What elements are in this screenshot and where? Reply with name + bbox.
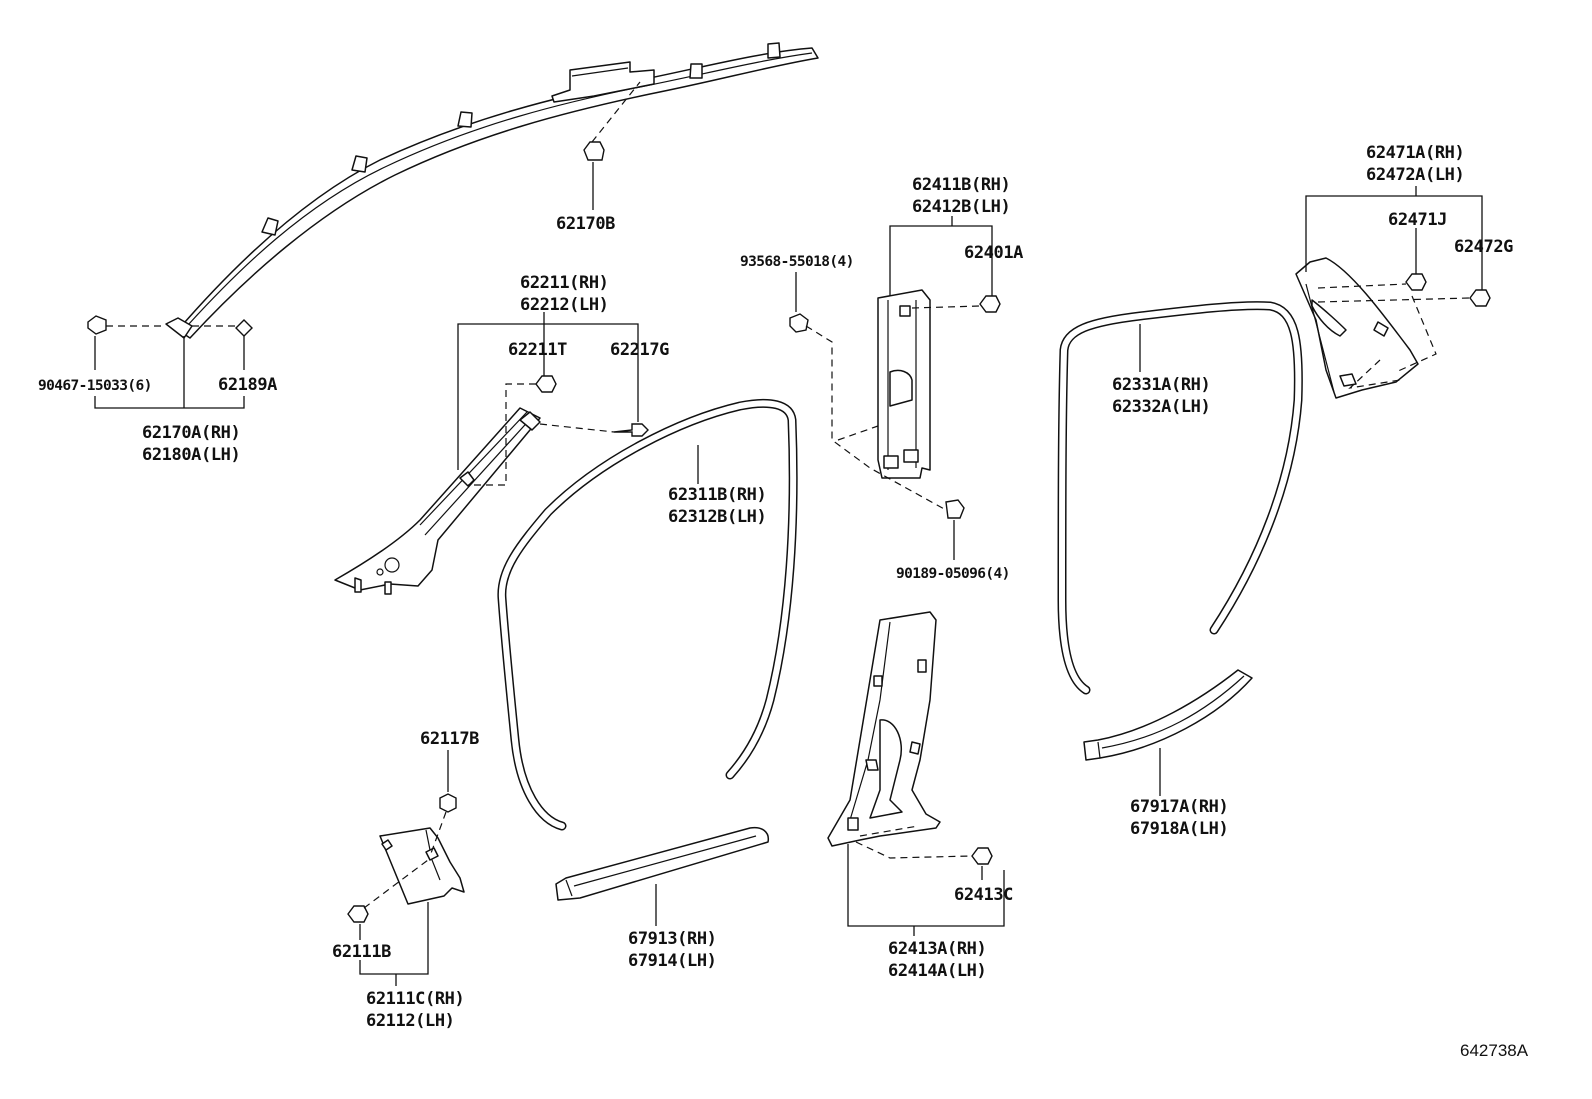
clip-62211t[interactable] xyxy=(535,375,557,393)
label-62412b: 62412B(LH) xyxy=(912,197,1010,217)
label-62472g: 62472G xyxy=(1454,237,1513,257)
label-62413a: 62413A(RH) xyxy=(888,939,986,959)
label-62189a: 62189A xyxy=(218,375,277,395)
label-62471a: 62471A(RH) xyxy=(1366,143,1464,163)
front-pillar-garnish[interactable] xyxy=(334,407,541,595)
clip-62170b[interactable] xyxy=(583,81,641,161)
roof-side-rail-garnish[interactable] xyxy=(165,42,819,339)
label-62411b: 62411B(RH) xyxy=(912,175,1010,195)
label-62471j: 62471J xyxy=(1388,210,1447,230)
clip-62401a[interactable] xyxy=(979,295,1001,313)
clip-62472g[interactable] xyxy=(1469,289,1491,307)
label-62401a: 62401A xyxy=(964,243,1023,263)
clip-62217g[interactable] xyxy=(613,423,649,437)
label-62217g: 62217G xyxy=(610,340,669,360)
label-62311b: 62311B(RH) xyxy=(668,485,766,505)
label-62111b: 62111B xyxy=(332,942,391,962)
clip-62471j[interactable] xyxy=(1405,273,1427,291)
label-62212: 62212(LH) xyxy=(520,295,609,315)
cowl-side-trim[interactable] xyxy=(379,827,465,905)
rear-pillar-garnish[interactable] xyxy=(1295,257,1419,399)
rear-door-scuff-plate[interactable] xyxy=(1083,669,1253,761)
label-67918a: 67918A(LH) xyxy=(1130,819,1228,839)
center-pillar-upper-garnish[interactable] xyxy=(877,289,931,479)
label-62117b: 62117B xyxy=(420,729,479,749)
label-62170b: 62170B xyxy=(556,214,615,234)
label-62331a: 62331A(RH) xyxy=(1112,375,1210,395)
label-62413c: 62413C xyxy=(954,885,1013,905)
label-90467-15033: 90467-15033(6) xyxy=(38,378,152,394)
diagram-reference-number: 642738A xyxy=(1460,1041,1529,1060)
label-62472a: 62472A(LH) xyxy=(1366,165,1464,185)
label-62312b: 62312B(LH) xyxy=(668,507,766,527)
label-93568-55018: 93568-55018(4) xyxy=(740,254,854,270)
label-62332a: 62332A(LH) xyxy=(1112,397,1210,417)
screw-93568-55018[interactable] xyxy=(789,313,809,333)
center-pillar-lower-garnish[interactable] xyxy=(827,611,941,847)
label-90189-05096: 90189-05096(4) xyxy=(896,566,1010,582)
label-62211: 62211(RH) xyxy=(520,273,609,293)
front-door-scuff-plate[interactable] xyxy=(555,826,770,901)
label-62211t: 62211T xyxy=(508,340,567,360)
clip-62111b[interactable] xyxy=(347,905,369,923)
label-62180a: 62180A(LH) xyxy=(142,445,240,465)
label-67917a: 67917A(RH) xyxy=(1130,797,1228,817)
label-67914: 67914(LH) xyxy=(628,951,717,971)
front-door-opening-weatherstrip[interactable] xyxy=(497,398,798,831)
label-62170a: 62170A(RH) xyxy=(142,423,240,443)
rear-door-opening-weatherstrip[interactable] xyxy=(1057,301,1303,695)
clip-62117b[interactable] xyxy=(439,793,457,813)
label-62414a: 62414A(LH) xyxy=(888,961,986,981)
label-62111c: 62111C(RH) xyxy=(366,989,464,1009)
clip-62413c[interactable] xyxy=(971,847,993,865)
label-67913: 67913(RH) xyxy=(628,929,717,949)
label-62112: 62112(LH) xyxy=(366,1011,455,1031)
clip-62189a[interactable] xyxy=(235,319,253,337)
clip-90189-05096[interactable] xyxy=(945,499,965,519)
clip-90467-15033[interactable] xyxy=(87,315,107,335)
